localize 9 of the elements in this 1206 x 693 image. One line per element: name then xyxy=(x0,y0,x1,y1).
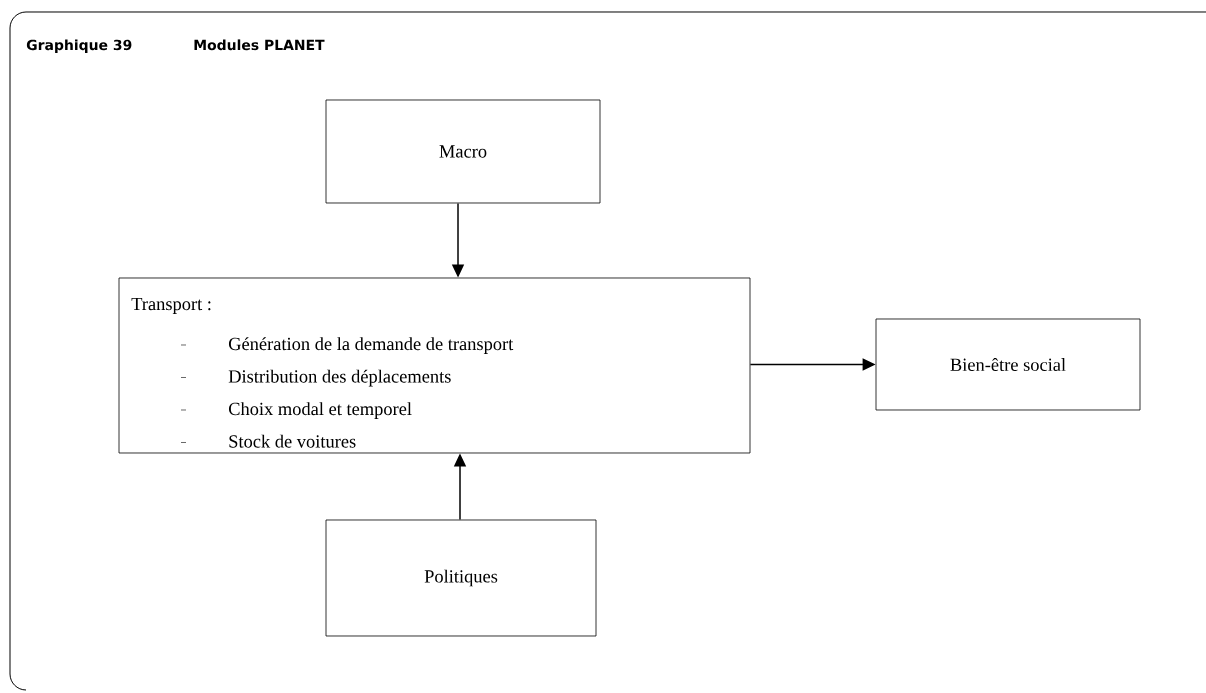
list-item: Génération de la demande de transport xyxy=(180,337,514,354)
title: Modules PLANET xyxy=(194,39,325,51)
list-item: Stock de voitures xyxy=(180,434,356,448)
box: Macro xyxy=(325,99,601,204)
list-item: Choix modal et temporel xyxy=(180,402,412,419)
figure-number: Graphique 39 xyxy=(26,39,132,53)
list-item: Distribution des déplacements xyxy=(180,369,451,387)
box: Politiques xyxy=(325,519,597,637)
box: Bien-être social xyxy=(875,318,1141,411)
